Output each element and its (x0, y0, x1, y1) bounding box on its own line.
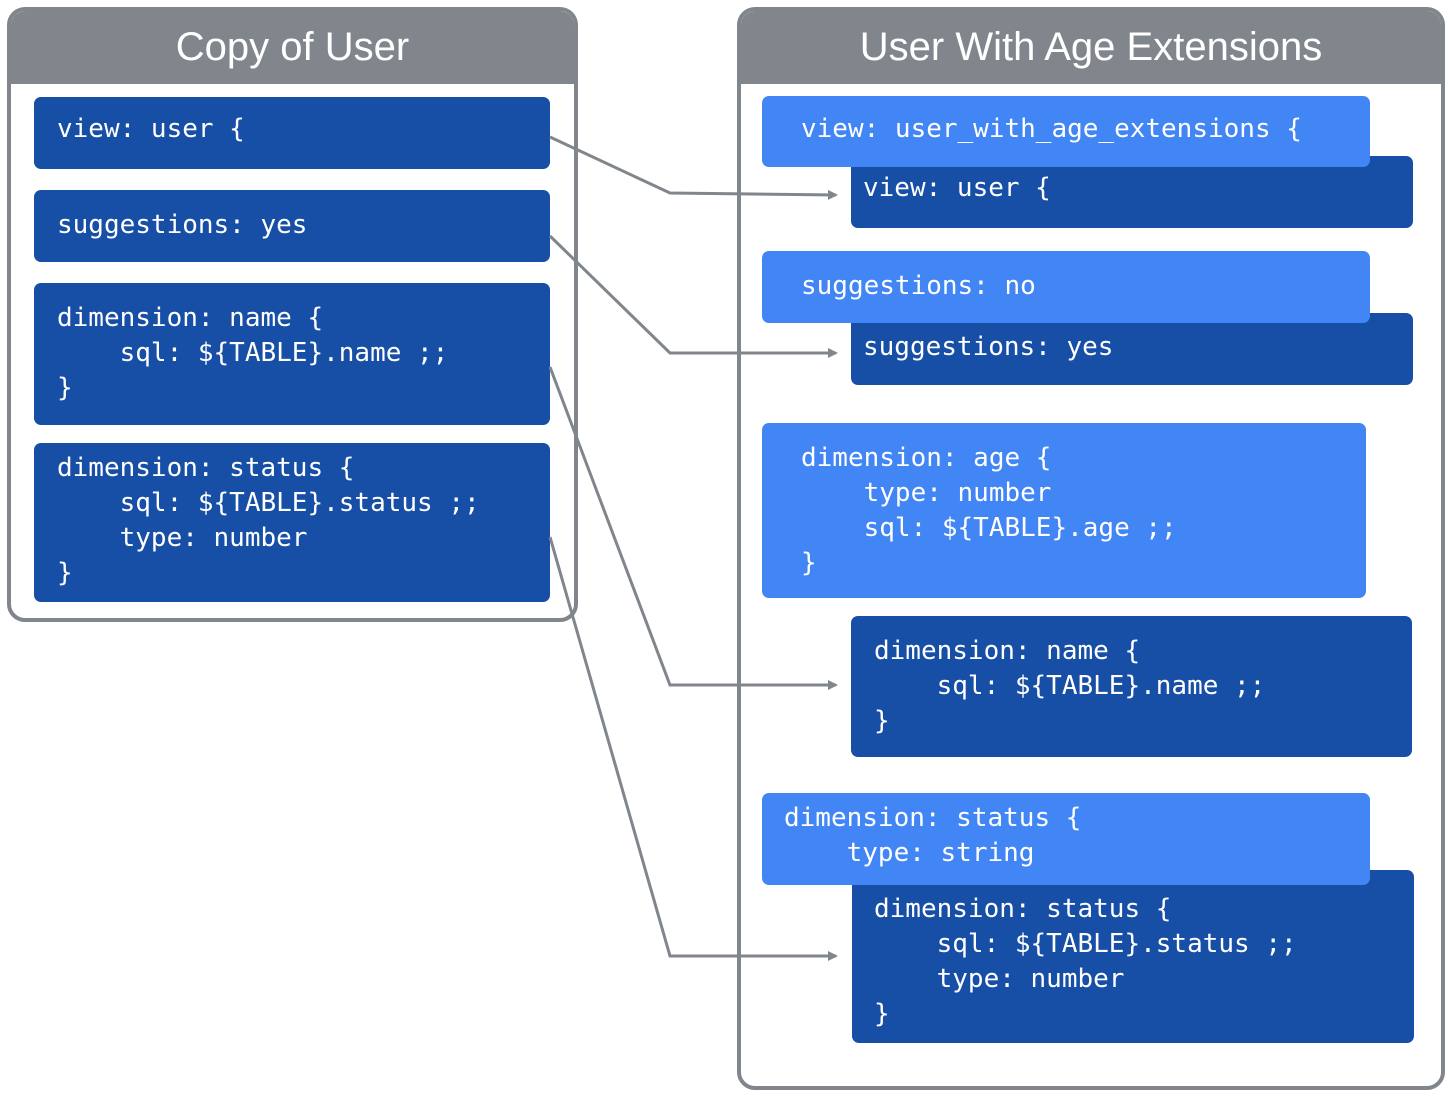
right-view-user-block: view: user { (851, 156, 1413, 228)
left-dimension-status-block: dimension: status { sql: ${TABLE}.status… (34, 443, 550, 602)
left-dimension-name-block: dimension: name { sql: ${TABLE}.name ;; … (34, 283, 550, 425)
arrow-view-user (549, 135, 838, 200)
right-dimension-age-block: dimension: age { type: number sql: ${TAB… (762, 423, 1366, 598)
user-with-age-extensions-title: User With Age Extensions (741, 11, 1441, 84)
right-suggestions-no-block: suggestions: no (762, 251, 1370, 323)
right-dimension-name-block: dimension: name { sql: ${TABLE}.name ;; … (851, 616, 1412, 757)
arrow-suggestions-yes (548, 234, 838, 358)
arrow-dimension-status (548, 536, 838, 961)
right-suggestions-yes-block: suggestions: yes (851, 313, 1413, 385)
left-view-user-block: view: user { (34, 97, 550, 169)
right-view-user-with-age-extensions-block: view: user_with_age_extensions { (762, 96, 1370, 167)
right-dimension-status-number-block: dimension: status { sql: ${TABLE}.status… (852, 870, 1414, 1043)
copy-of-user-title: Copy of User (11, 11, 574, 84)
arrow-dimension-name (548, 366, 838, 690)
left-suggestions-yes-block: suggestions: yes (34, 190, 550, 262)
right-dimension-status-string-block: dimension: status { type: string (762, 793, 1370, 885)
